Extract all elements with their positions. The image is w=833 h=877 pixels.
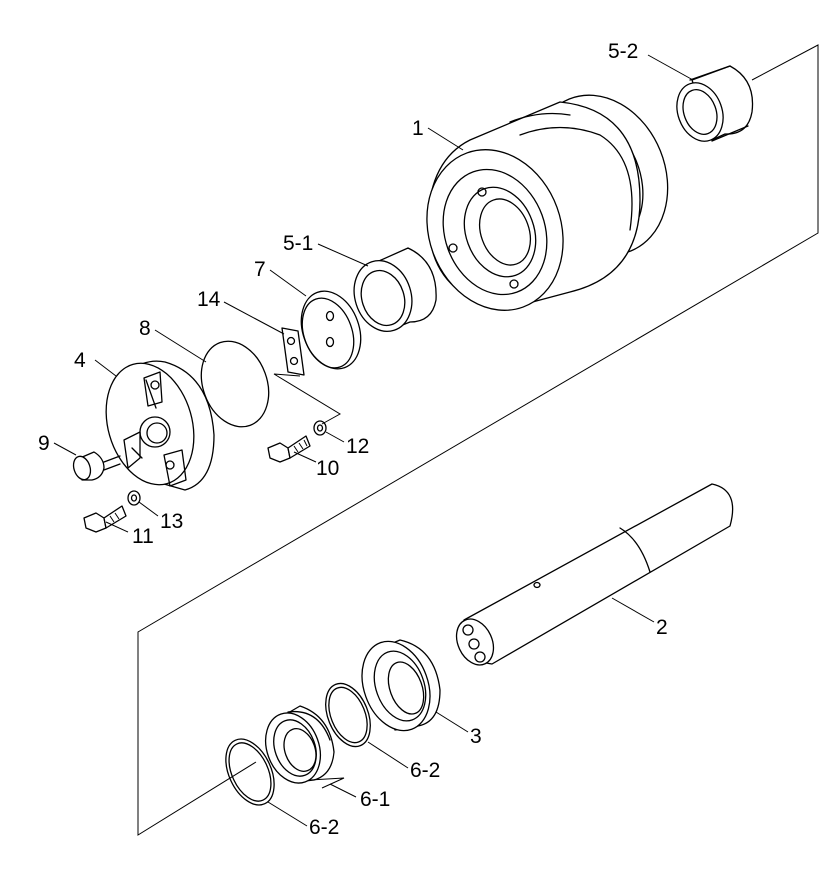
label-6-1: 6-1 bbox=[360, 788, 390, 811]
part-10-bolt bbox=[267, 435, 311, 463]
part-5-2-bushing bbox=[676, 65, 754, 142]
label-9: 9 bbox=[38, 432, 50, 455]
label-12: 12 bbox=[346, 435, 369, 458]
label-1: 1 bbox=[412, 117, 424, 140]
assembly-frame bbox=[137, 44, 819, 836]
label-11: 11 bbox=[132, 525, 154, 548]
label-4: 4 bbox=[74, 349, 86, 372]
part-7-cover-plate bbox=[300, 290, 362, 370]
label-2: 2 bbox=[656, 616, 668, 639]
leader-lines bbox=[53, 54, 694, 827]
part-labels: 5-2 1 5-1 7 14 8 4 9 12 10 13 11 2 3 6-2… bbox=[38, 40, 668, 839]
part-5-1-bushing bbox=[353, 247, 437, 332]
label-14: 14 bbox=[197, 288, 221, 311]
part-4-collar bbox=[105, 360, 215, 491]
label-5-1: 5-1 bbox=[283, 232, 313, 255]
part-6-1-floating-seal bbox=[264, 705, 335, 784]
label-10: 10 bbox=[316, 457, 339, 480]
label-6-2-lower: 6-2 bbox=[309, 816, 339, 839]
part-6-2-lower-o-ring bbox=[225, 738, 275, 806]
part-9-plug bbox=[72, 451, 121, 481]
label-13: 13 bbox=[160, 510, 183, 533]
part-13-washer bbox=[127, 490, 141, 506]
part-14-lock-plate bbox=[281, 327, 305, 376]
part-12-washer bbox=[313, 420, 327, 436]
label-7: 7 bbox=[254, 258, 266, 281]
label-8: 8 bbox=[139, 317, 151, 340]
part-2-shaft bbox=[455, 483, 734, 666]
part-6-2-upper-o-ring bbox=[325, 682, 371, 748]
label-5-2: 5-2 bbox=[608, 40, 638, 63]
label-6-2-upper: 6-2 bbox=[410, 759, 440, 782]
label-3: 3 bbox=[470, 725, 482, 748]
part-1-roller-body bbox=[426, 94, 669, 311]
part-3-seal-housing bbox=[361, 639, 441, 732]
part-11-bolt bbox=[83, 505, 127, 533]
